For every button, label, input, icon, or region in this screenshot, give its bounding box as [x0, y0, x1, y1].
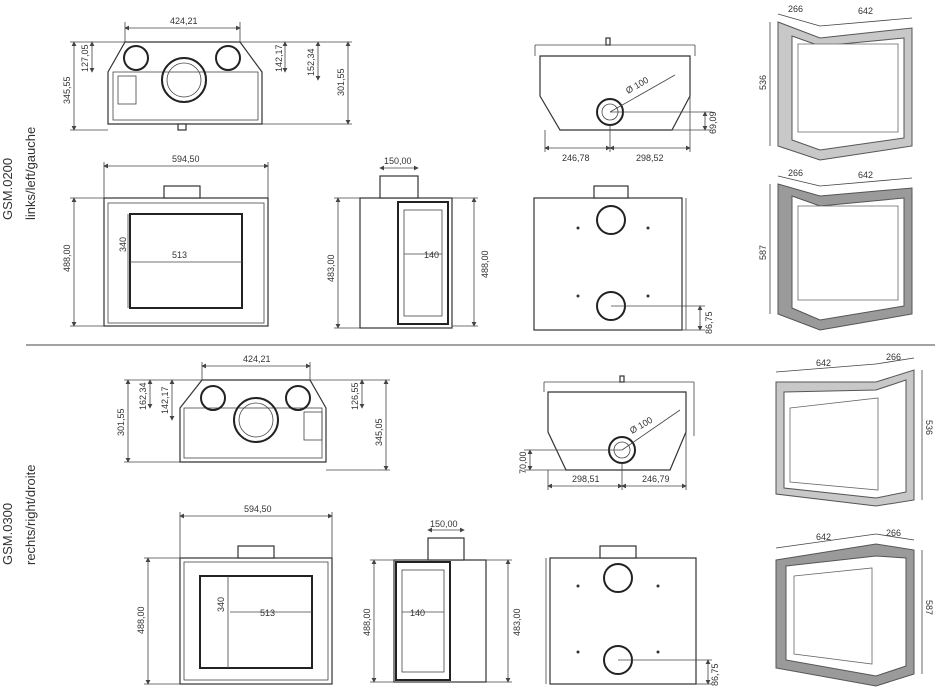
- svg-text:301,55: 301,55: [116, 408, 126, 436]
- rear-top-view: Ø 100 298,51 246,79 70,00: [518, 375, 695, 490]
- front-view: 513 340 594,50 488,00: [62, 154, 269, 327]
- svg-text:587: 587: [758, 245, 768, 260]
- side-view: 140 150,00 488,00 483,00: [362, 519, 522, 683]
- svg-text:513: 513: [172, 250, 187, 260]
- svg-text:266: 266: [886, 528, 901, 538]
- svg-text:142,17: 142,17: [274, 44, 284, 72]
- side-view: 140 150,00 483,00 488,00: [326, 156, 490, 329]
- corner-view-large: 642 266 587: [775, 528, 934, 687]
- rear-top-view: Ø 100 246,78 298,52 69,09: [534, 37, 718, 163]
- svg-text:140: 140: [424, 250, 439, 260]
- svg-text:488,00: 488,00: [480, 250, 490, 278]
- svg-text:488,00: 488,00: [62, 244, 72, 272]
- svg-text:140: 140: [410, 608, 425, 618]
- svg-text:127,05: 127,05: [80, 44, 90, 72]
- front-view: 513 340 594,50 488,00: [136, 504, 333, 685]
- svg-text:424,21: 424,21: [170, 16, 198, 26]
- svg-text:488,00: 488,00: [136, 606, 146, 634]
- section-gsm0200: GSM.0200 links/left/gauche 424,21 127,05…: [0, 4, 913, 334]
- model-side: rechts/right/droite: [23, 465, 38, 565]
- top-view: 424,21 162,34 142,17 301,55 126,55 345,0…: [116, 354, 390, 471]
- corner-view-large: 266 642 587: [758, 168, 913, 331]
- svg-text:70,00: 70,00: [518, 451, 528, 474]
- svg-text:152,34: 152,34: [306, 48, 316, 76]
- svg-text:642: 642: [816, 358, 831, 368]
- svg-text:246,78: 246,78: [562, 153, 590, 163]
- svg-text:594,50: 594,50: [172, 154, 200, 164]
- corner-view-small: 642 266 536: [775, 352, 934, 507]
- svg-text:642: 642: [858, 6, 873, 16]
- back-view: 86,75: [533, 185, 714, 334]
- svg-text:86,75: 86,75: [704, 311, 714, 334]
- corner-view-small: 266 642 536: [758, 4, 913, 161]
- svg-text:266: 266: [788, 4, 803, 14]
- back-view: 86,75: [545, 545, 720, 686]
- svg-text:536: 536: [758, 75, 768, 90]
- model-code: GSM.0200: [0, 158, 15, 220]
- svg-text:298,52: 298,52: [636, 153, 664, 163]
- svg-text:513: 513: [260, 608, 275, 618]
- svg-text:483,00: 483,00: [512, 608, 522, 636]
- svg-text:150,00: 150,00: [430, 519, 458, 529]
- svg-text:301,55: 301,55: [336, 68, 346, 96]
- svg-text:86,75: 86,75: [710, 663, 720, 686]
- svg-text:424,21: 424,21: [243, 354, 271, 364]
- svg-text:340: 340: [216, 597, 226, 612]
- svg-text:298,51: 298,51: [572, 474, 600, 484]
- svg-text:126,55: 126,55: [350, 382, 360, 410]
- model-code: GSM.0300: [0, 503, 15, 565]
- top-view: 424,21 127,05 345,55 142,17 152,34 301,5…: [62, 16, 352, 131]
- svg-text:483,00: 483,00: [326, 254, 336, 282]
- svg-text:142,17: 142,17: [160, 386, 170, 414]
- model-side: links/left/gauche: [23, 127, 38, 220]
- svg-text:488,00: 488,00: [362, 608, 372, 636]
- svg-text:162,34: 162,34: [138, 382, 148, 410]
- section-gsm0300: GSM.0300 rechts/right/droite 424,21 162,…: [0, 352, 934, 687]
- svg-text:587: 587: [924, 600, 934, 615]
- svg-text:345,05: 345,05: [374, 418, 384, 446]
- svg-text:642: 642: [816, 532, 831, 542]
- svg-text:536: 536: [924, 420, 934, 435]
- svg-text:340: 340: [118, 237, 128, 252]
- svg-text:345,55: 345,55: [62, 76, 72, 104]
- svg-text:594,50: 594,50: [244, 504, 272, 514]
- svg-text:266: 266: [886, 352, 901, 362]
- svg-text:266: 266: [788, 168, 803, 178]
- svg-text:642: 642: [858, 170, 873, 180]
- svg-text:246,79: 246,79: [642, 474, 670, 484]
- svg-text:69,09: 69,09: [708, 111, 718, 134]
- svg-text:150,00: 150,00: [384, 156, 412, 166]
